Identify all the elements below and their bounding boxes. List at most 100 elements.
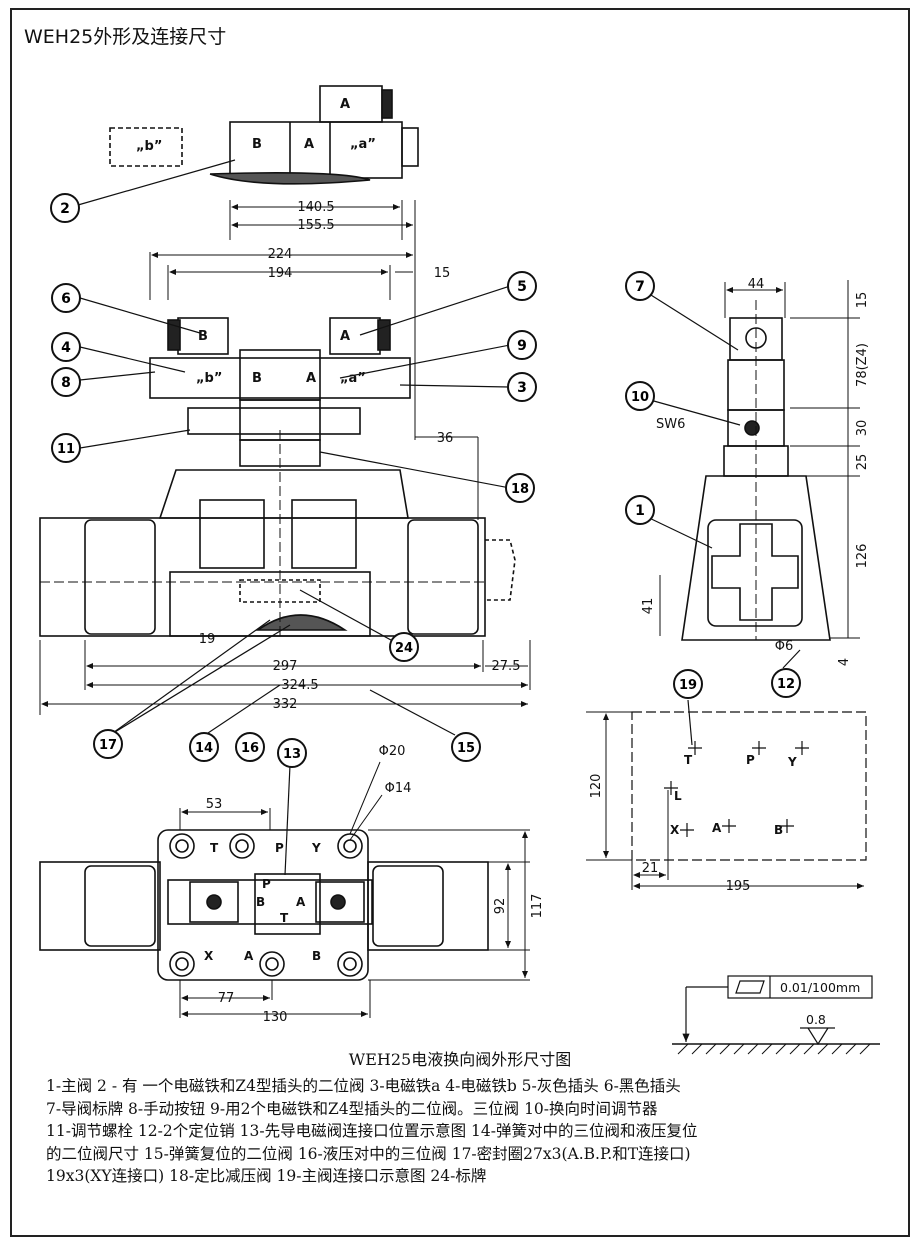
- svg-text:6: 6: [61, 291, 71, 307]
- port-y-bottom: Y: [311, 841, 321, 855]
- dim-21: 21: [642, 861, 659, 876]
- svg-text:3: 3: [517, 380, 527, 396]
- dim-4: 4: [837, 658, 852, 666]
- label-a-quote: „a”: [340, 371, 366, 386]
- svg-text:13: 13: [283, 747, 301, 762]
- dim-44: 44: [748, 277, 765, 292]
- port-p-pilot: P: [262, 877, 271, 891]
- port-x-bottom: X: [204, 949, 214, 963]
- port-a-pilot: A: [296, 895, 306, 909]
- bottom-view: [39, 761, 530, 1018]
- legend-line: 1-主阀 2 - 有 一个电磁铁和Z4型插头的二位阀 3-电磁铁a 4-电磁铁b…: [46, 1077, 681, 1095]
- valve-labels: A B A „a” „b” B A „b” B A „a” SW6: [136, 97, 685, 432]
- dim-130: 130: [263, 1010, 288, 1025]
- label-a-top: A: [340, 97, 350, 112]
- svg-text:11: 11: [57, 442, 75, 457]
- callout-5: 5: [507, 271, 537, 301]
- dim-77: 77: [218, 991, 235, 1006]
- callout-11: 11: [51, 433, 81, 463]
- port-p-bottom: P: [275, 841, 284, 855]
- dim-120: 120: [589, 774, 604, 799]
- dim-324-5: 324.5: [281, 678, 318, 693]
- port-p-pattern: P: [746, 753, 755, 767]
- dim-78-z4: 78(Z4): [855, 343, 870, 387]
- label-a-mid: A: [304, 137, 314, 152]
- callout-group: 2 6 4 8 11 5 9 3 18 24 17 14 16 13 15 7 …: [50, 193, 801, 768]
- dim-155-5: 155.5: [297, 218, 334, 233]
- callout-3: 3: [507, 372, 537, 402]
- svg-text:8: 8: [61, 375, 71, 391]
- dim-41: 41: [641, 598, 656, 615]
- label-b-quote-top: „b”: [136, 139, 162, 154]
- port-y-pattern: Y: [787, 755, 797, 769]
- port-t-pattern: T: [684, 753, 693, 767]
- flatness-value: 0.01/100mm: [780, 980, 860, 995]
- dimension-labels: 140.5 155.5 224 194 15 36 19 297 27.5 32…: [199, 200, 870, 1025]
- dim-194: 194: [268, 266, 293, 281]
- dim-195: 195: [726, 879, 751, 894]
- port-b-bottom: B: [312, 949, 321, 963]
- callout-19: 19: [673, 669, 703, 699]
- svg-text:24: 24: [395, 641, 413, 656]
- dim-140-5: 140.5: [297, 200, 334, 215]
- port-pattern-view: [586, 711, 867, 890]
- port-a-bottom: A: [244, 949, 254, 963]
- dim-36: 36: [437, 431, 454, 446]
- dim-332: 332: [273, 697, 298, 712]
- label-sw6: SW6: [656, 417, 685, 432]
- label-a-body: A: [306, 371, 316, 386]
- callout-17: 17: [93, 729, 123, 759]
- label-a-solenoid: A: [340, 329, 350, 344]
- dim-117: 117: [530, 894, 545, 919]
- legend-line: 的二位阀尺寸 15-弹簧复位的二位阀 16-液压对中的三位阀 17-密封圈27x…: [46, 1144, 691, 1163]
- callout-18: 18: [505, 473, 535, 503]
- port-a-pattern: A: [712, 821, 722, 835]
- svg-text:16: 16: [241, 741, 259, 756]
- callout-1: 1: [625, 495, 655, 525]
- port-l-pattern: L: [674, 789, 682, 803]
- port-x-pattern: X: [670, 823, 680, 837]
- callout-15: 15: [451, 732, 481, 762]
- svg-text:5: 5: [517, 279, 527, 295]
- port-labels: T P Y X A B L T P Y X A B P B A T: [204, 753, 797, 963]
- svg-text:19: 19: [679, 678, 697, 693]
- dim-92: 92: [493, 898, 508, 915]
- callout-13: 13: [277, 738, 307, 768]
- callout-8: 8: [51, 367, 81, 397]
- callout-6: 6: [51, 283, 81, 313]
- top-view: [109, 85, 419, 440]
- svg-text:17: 17: [99, 738, 117, 753]
- dim-53: 53: [206, 797, 223, 812]
- dim-15: 15: [434, 266, 451, 281]
- legend-line: 7-导阀标牌 8-手动按钮 9-用2个电磁铁和Z4型插头的二位阀。三位阀 10-…: [46, 1099, 658, 1118]
- legend-line: 19x3(XY连接口) 18-定比减压阀 19-主阀连接口示意图 24-标牌: [46, 1167, 487, 1185]
- svg-text:10: 10: [631, 390, 649, 405]
- port-b-pattern: B: [774, 823, 783, 837]
- svg-text:2: 2: [60, 201, 70, 217]
- port-t-bottom: T: [210, 841, 219, 855]
- drawing-frame: [10, 8, 910, 1237]
- dim-224: 224: [268, 247, 293, 262]
- svg-text:9: 9: [517, 338, 527, 354]
- front-view: [39, 252, 531, 715]
- callout-7: 7: [625, 271, 655, 301]
- page-title: WEH25外形及连接尺寸: [24, 26, 227, 48]
- legend: 1-主阀 2 - 有 一个电磁铁和Z4型插头的二位阀 3-电磁铁a 4-电磁铁b…: [46, 1075, 876, 1188]
- label-b-quote: „b”: [196, 371, 222, 386]
- svg-text:7: 7: [635, 279, 645, 295]
- tolerance-symbol: [672, 975, 880, 1055]
- label-a-quote-top: „a”: [350, 137, 376, 152]
- callout-14: 14: [189, 732, 219, 762]
- dim-phi-6: Φ6: [775, 639, 794, 654]
- drawing-caption: WEH25电液换向阀外形尺寸图: [348, 1050, 572, 1069]
- svg-text:12: 12: [777, 677, 795, 692]
- dim-25: 25: [855, 454, 870, 471]
- svg-text:4: 4: [61, 340, 71, 356]
- callout-16: 16: [235, 732, 265, 762]
- dim-126: 126: [855, 544, 870, 569]
- dim-30: 30: [855, 420, 870, 437]
- dim-27-5: 27.5: [492, 659, 521, 674]
- dim-side-15: 15: [855, 292, 870, 309]
- svg-text:15: 15: [457, 741, 475, 756]
